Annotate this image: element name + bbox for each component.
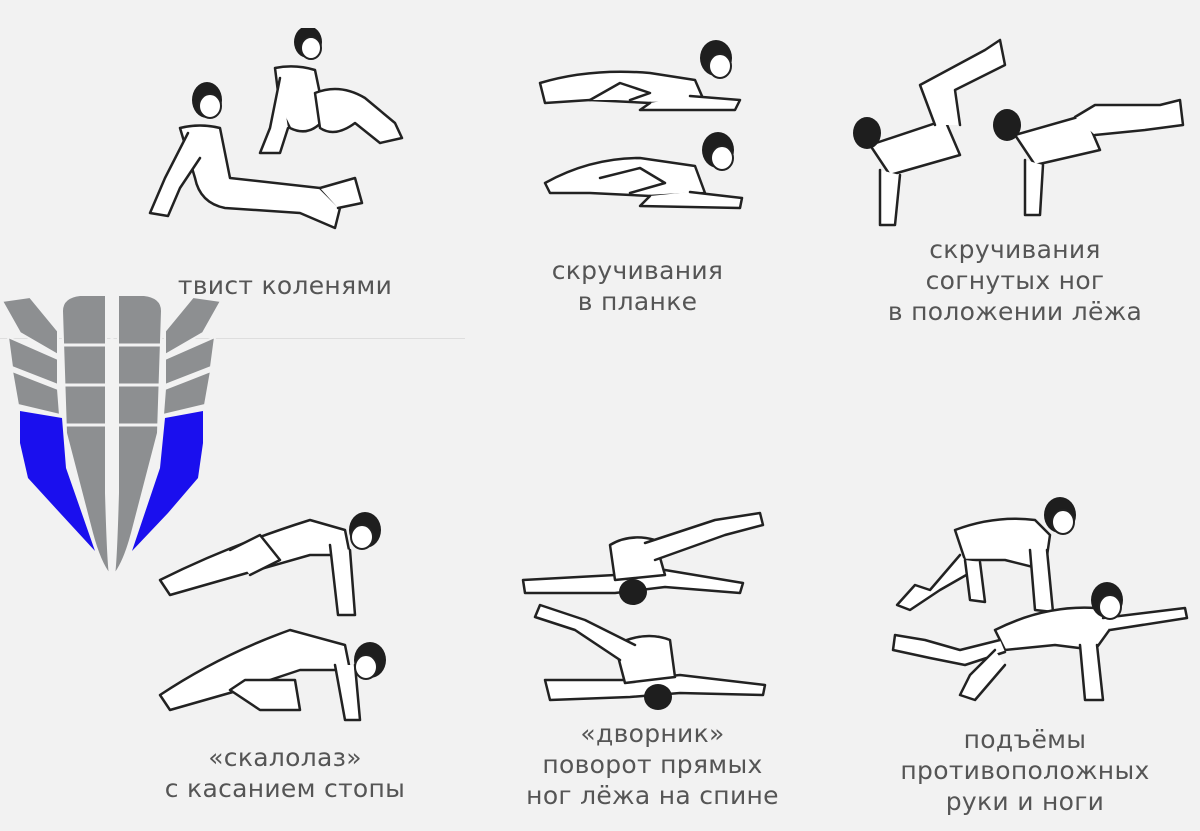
caption-line: в планке	[577, 287, 698, 316]
caption-windshield-wiper: «дворник» поворот прямых ног лёжа на спи…	[500, 718, 805, 811]
lying-bent-leg-crunch-illustration	[853, 38, 1185, 227]
caption-line: поворот прямых	[542, 750, 763, 779]
caption-opposite-arm-leg-raise: подъёмы противоположных руки и ноги	[870, 724, 1180, 817]
climber-foot-touch-illustration	[158, 512, 386, 722]
knee-twist-illustration	[148, 28, 404, 230]
caption-line: твист коленями	[177, 271, 393, 300]
caption-line: «скалолаз»	[208, 743, 362, 772]
caption-line: скручивания	[551, 256, 724, 285]
caption-line: в положении лёжа	[887, 297, 1143, 326]
caption-knee-twist: твист коленями	[140, 270, 430, 301]
divider	[0, 338, 465, 339]
plank-crunch-illustration	[538, 40, 744, 210]
caption-line: согнутых ног	[925, 266, 1105, 295]
caption-line: ног лёжа на спине	[526, 781, 779, 810]
caption-climber-foot-touch: «скалолаз» с касанием стопы	[140, 742, 430, 804]
caption-line: с касанием стопы	[164, 774, 406, 803]
windshield-wiper-illustration	[521, 511, 767, 710]
caption-plank-crunch: скручивания в планке	[500, 255, 775, 317]
abdominal-muscles-icon	[0, 294, 223, 578]
caption-line: руки и ноги	[945, 787, 1105, 816]
caption-line: скручивания	[929, 235, 1101, 264]
caption-lying-bent-leg-crunch: скручивания согнутых ног в положении лёж…	[860, 234, 1170, 327]
caption-line: противоположных	[900, 756, 1150, 785]
caption-line: подъёмы	[963, 725, 1087, 754]
opposite-arm-leg-raise-illustration	[891, 497, 1189, 702]
caption-line: «дворник»	[580, 719, 725, 748]
